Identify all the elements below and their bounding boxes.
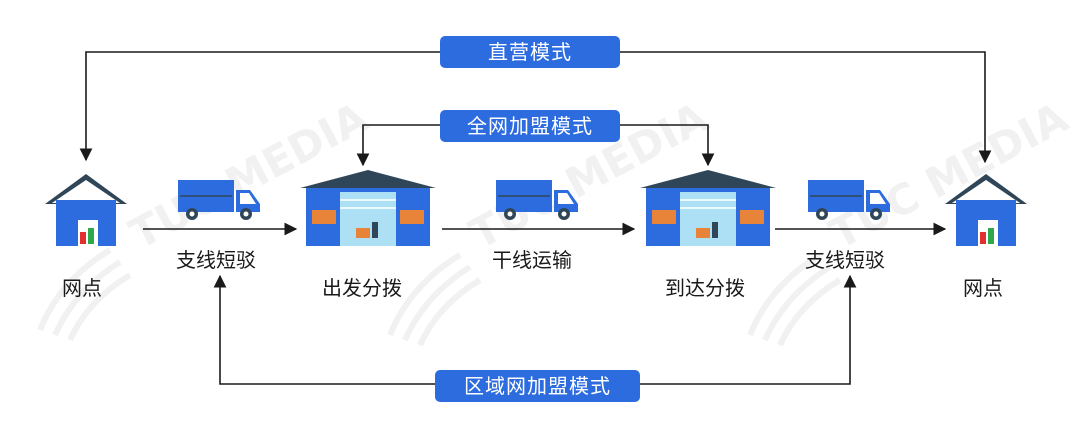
truck-branch-right-icon bbox=[808, 180, 890, 220]
truck-trunk-icon bbox=[496, 180, 578, 220]
regional-franchise-connector bbox=[213, 274, 857, 385]
departure-hub-label: 出发分拨 bbox=[322, 276, 402, 300]
branch-right-label: 支线短驳 bbox=[805, 248, 885, 272]
departure-warehouse-icon bbox=[300, 170, 436, 246]
arrival-hub-label: 到达分拨 bbox=[665, 276, 745, 300]
outlet-right-label: 网点 bbox=[963, 276, 1003, 300]
watermark-right: TUC MEDIA bbox=[747, 92, 1076, 347]
outlet-house-right-icon bbox=[945, 174, 1027, 246]
regional-franchise-mode-pill: 区域网加盟模式 bbox=[435, 370, 640, 402]
branch-left-label: 支线短驳 bbox=[176, 248, 256, 272]
outlet-left-label: 网点 bbox=[62, 276, 102, 300]
arrival-warehouse-icon bbox=[640, 170, 776, 246]
direct-mode-connector bbox=[79, 51, 992, 164]
truck-branch-left-icon bbox=[178, 180, 260, 220]
full-franchise-mode-pill: 全网加盟模式 bbox=[440, 110, 620, 142]
watermark-brand-text: TUC MEDIA bbox=[822, 92, 1076, 258]
direct-mode-pill: 直营模式 bbox=[440, 36, 620, 68]
full-franchise-connector bbox=[356, 124, 715, 167]
trunk-label: 干线运输 bbox=[492, 248, 572, 272]
outlet-house-left-icon bbox=[45, 174, 127, 246]
